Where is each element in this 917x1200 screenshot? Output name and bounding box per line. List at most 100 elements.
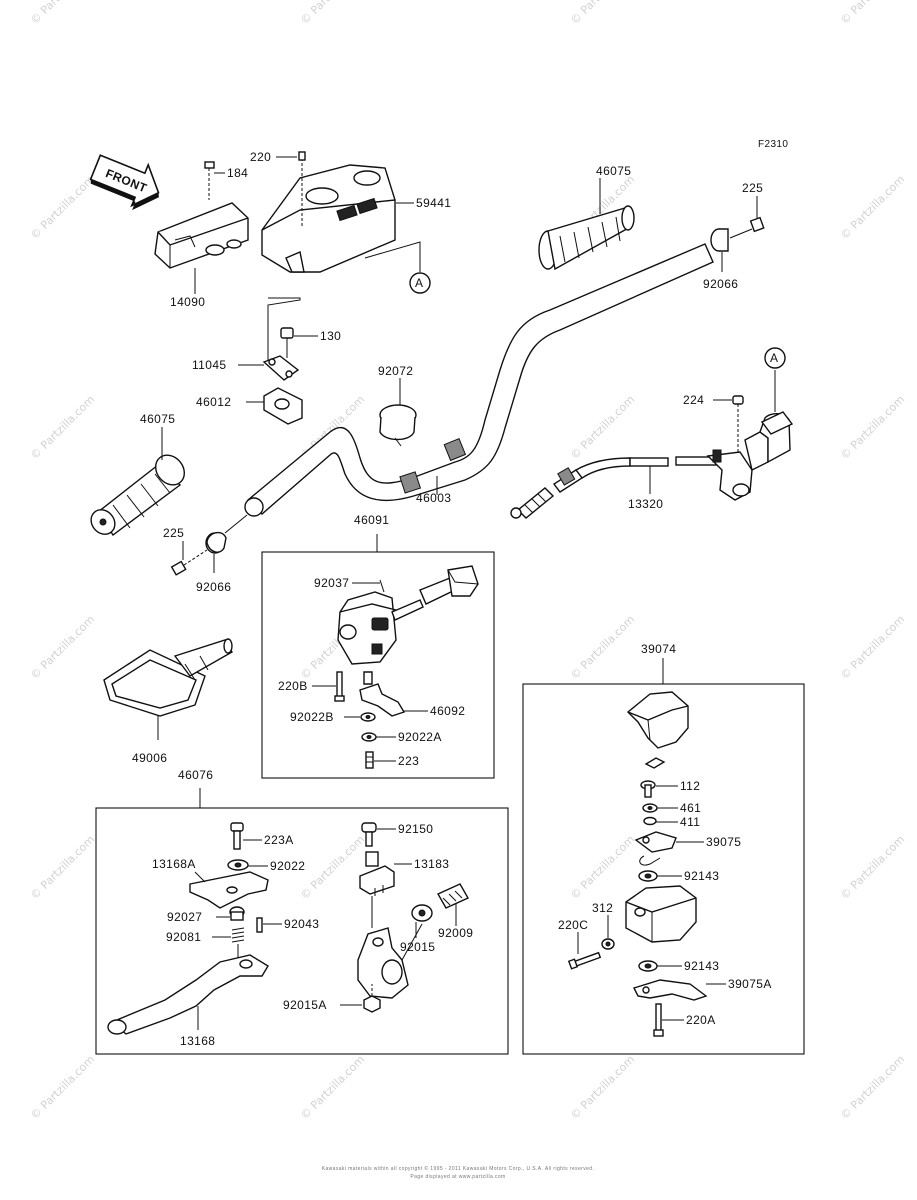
screw-224 — [732, 395, 744, 454]
label-46075-left: 46075 — [140, 412, 175, 426]
watermark-layer: © Partzilla.com © Partzilla.com © Partzill… — [28, 0, 907, 1122]
label-11045: 11045 — [192, 358, 226, 372]
label-46092: 46092 — [430, 704, 465, 718]
lever-holder — [357, 923, 423, 999]
label-39074: 39074 — [641, 642, 676, 656]
cover-39074 — [626, 691, 689, 749]
label-92022: 92022 — [270, 859, 305, 873]
watermark-text: © Partzilla.com — [28, 0, 97, 27]
diagram-code: F2310 — [758, 139, 788, 150]
label-223A: 223A — [264, 833, 294, 847]
pin-92043 — [256, 917, 263, 933]
throttle-cable-13320 — [510, 456, 717, 519]
label-46012: 46012 — [196, 395, 231, 409]
label-312: 312 — [592, 901, 613, 915]
label-92081: 92081 — [166, 930, 201, 944]
clamp-46012 — [263, 387, 303, 425]
label-225-left: 225 — [163, 526, 184, 540]
plate-39075 — [634, 831, 677, 866]
watermark-text: © Partzilla.com — [568, 393, 637, 462]
label-92022A: 92022A — [398, 730, 442, 744]
clamp-band-92072 — [379, 404, 417, 447]
label-13183: 13183 — [414, 857, 449, 871]
washer-92143-upper — [638, 870, 658, 882]
label-13168A: 13168A — [152, 857, 196, 871]
bolt-223A — [230, 822, 244, 850]
label-46076: 46076 — [178, 768, 213, 782]
boot-49006 — [103, 638, 233, 717]
watermark-text: © Partzilla.com — [838, 393, 907, 462]
grip-46075-left — [90, 454, 186, 537]
throttle-housing — [706, 411, 794, 501]
footer-site: Page displayed at www.partzilla.com — [410, 1174, 505, 1180]
label-49006: 49006 — [132, 751, 167, 765]
label-13168: 13168 — [180, 1034, 215, 1048]
bracket-13168A — [189, 871, 269, 909]
watermark-text: © Partzilla.com — [28, 393, 97, 462]
watermark-text: © Partzilla.com — [838, 833, 907, 902]
watermark-text: © Partzilla.com — [298, 0, 367, 27]
washer-312 — [601, 938, 615, 950]
label-46003: 46003 — [416, 491, 451, 505]
bolt-184 — [204, 161, 215, 200]
washer-92022B — [360, 712, 376, 722]
label-92143-lower: 92143 — [684, 959, 719, 973]
label-92066-left: 92066 — [196, 580, 231, 594]
watermark-text: © Partzilla.com — [568, 0, 637, 27]
label-46075-right: 46075 — [596, 164, 631, 178]
label-92072: 92072 — [378, 364, 413, 378]
label-59441: 59441 — [416, 196, 451, 210]
label-92027: 92027 — [167, 910, 202, 924]
label-39075: 39075 — [706, 835, 741, 849]
watermark-text: © Partzilla.com — [298, 1053, 367, 1122]
switch-13183 — [359, 851, 395, 896]
watermark-text: © Partzilla.com — [568, 833, 637, 902]
label-92022B: 92022B — [290, 710, 334, 724]
watermark-text: © Partzilla.com — [568, 1053, 637, 1122]
housing-59441 — [261, 164, 396, 273]
bolt-225-right — [729, 216, 765, 239]
watermark-text: © Partzilla.com — [28, 613, 97, 682]
washer-92022 — [227, 859, 249, 871]
end-plug-92066-left — [205, 514, 248, 554]
label-411: 411 — [680, 815, 700, 829]
bolt-130 — [280, 327, 294, 358]
watermark-text: © Partzilla.com — [838, 1053, 907, 1122]
screw-112 — [640, 780, 656, 798]
label-112: 112 — [680, 779, 700, 793]
assembly-box-46076 — [95, 807, 509, 1055]
nut-92015A — [363, 984, 381, 1013]
label-92015A: 92015A — [283, 998, 327, 1012]
watermark-text: © Partzilla.com — [568, 613, 637, 682]
lower-housing — [625, 885, 697, 943]
watermark-text: © Partzilla.com — [28, 833, 97, 902]
label-461: 461 — [680, 801, 701, 815]
end-plug-92066-right — [710, 228, 729, 252]
label-92143-upper: 92143 — [684, 869, 719, 883]
watermark-text: © Partzilla.com — [28, 1053, 97, 1122]
label-223: 223 — [398, 754, 419, 768]
grip-46075-right — [538, 205, 635, 271]
watermark-text: © Partzilla.com — [838, 0, 907, 27]
watermark-text: © Partzilla.com — [298, 833, 367, 902]
lever-13168 — [107, 954, 269, 1035]
label-92150: 92150 — [398, 822, 433, 836]
watermark-text: © Partzilla.com — [838, 173, 907, 242]
label-220: 220 — [250, 150, 271, 164]
label-92009: 92009 — [438, 926, 473, 940]
screw-223 — [365, 751, 374, 769]
adjuster-92009 — [437, 883, 469, 909]
label-225-right: 225 — [742, 181, 763, 195]
screw-92150 — [361, 822, 377, 847]
washer-92022A — [361, 732, 377, 742]
label-13320: 13320 — [628, 497, 663, 511]
footer-copyright: Kawasaki materials within all copyright … — [322, 1165, 595, 1172]
guard-14090 — [154, 202, 249, 269]
watermark-text: © Partzilla.com — [28, 173, 97, 242]
label-220C: 220C — [558, 918, 588, 932]
label-92037: 92037 — [314, 576, 349, 590]
ref-marker-a1: A — [415, 276, 423, 290]
label-46091: 46091 — [354, 513, 389, 527]
label-220A: 220A — [686, 1013, 716, 1027]
